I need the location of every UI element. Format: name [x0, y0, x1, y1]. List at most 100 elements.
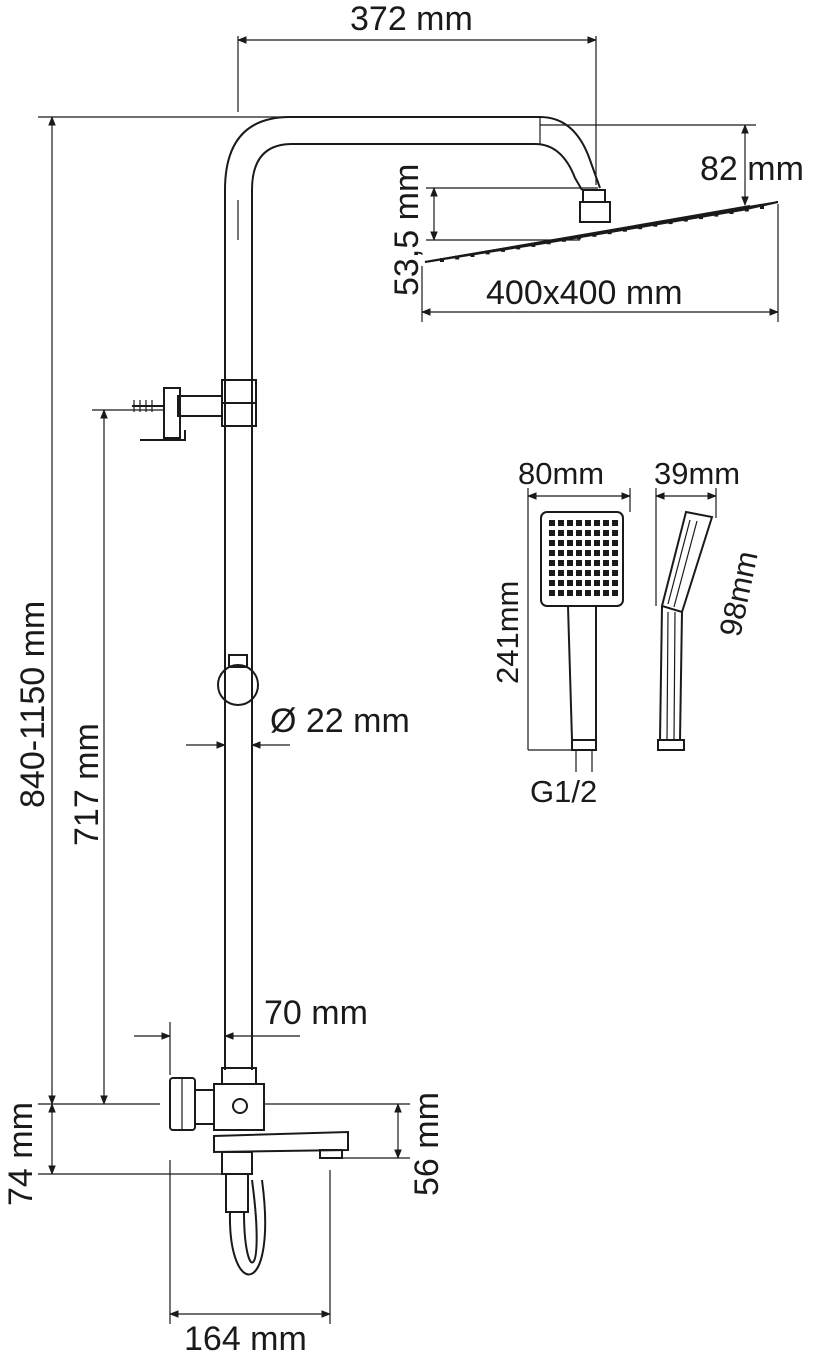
spray-hole — [603, 560, 609, 566]
dim-hand-depth: 39mm — [654, 456, 740, 491]
spray-hole — [558, 530, 564, 536]
spray-hole — [612, 570, 618, 576]
spray-hole — [558, 520, 564, 526]
dim-spout-drop: 56 mm — [408, 1092, 446, 1196]
nozzle-dot — [531, 242, 536, 247]
spray-hole — [576, 540, 582, 546]
mixer-block — [169, 1067, 349, 1276]
spray-hole — [576, 530, 582, 536]
spray-hole — [594, 560, 600, 566]
spray-hole — [603, 570, 609, 576]
spray-hole — [558, 590, 564, 596]
spray-hole — [594, 520, 600, 526]
dimension-labels: 372 mm 82 mm 53,5 mm 400x400 mm 840-1150… — [2, 0, 804, 1353]
spray-hole — [567, 550, 573, 556]
spray-hole — [585, 580, 591, 586]
spray-hole — [585, 520, 591, 526]
hand-shower-front — [540, 511, 624, 751]
spray-hole — [558, 570, 564, 576]
spray-hole — [567, 540, 573, 546]
spray-hole — [567, 570, 573, 576]
dimension-lines — [38, 36, 779, 1324]
spray-hole — [549, 540, 555, 546]
nozzle-dot — [714, 212, 719, 217]
dim-head-drop: 82 mm — [700, 150, 804, 188]
nozzle-dot — [577, 235, 582, 240]
dim-mixer-offset: 70 mm — [264, 994, 368, 1032]
nozzle-dot — [668, 220, 673, 225]
nozzle-dot — [592, 232, 597, 237]
spray-hole — [594, 590, 600, 596]
dim-hand-width: 80mm — [518, 456, 604, 491]
nozzle-dot — [622, 227, 627, 232]
spray-hole — [549, 550, 555, 556]
spray-hole — [603, 540, 609, 546]
spray-hole — [576, 580, 582, 586]
spray-hole — [612, 530, 618, 536]
spray-hole — [549, 530, 555, 536]
spray-hole — [567, 520, 573, 526]
dim-holder-height: 717 mm — [68, 723, 106, 846]
spray-hole — [567, 580, 573, 586]
spray-hole — [594, 530, 600, 536]
nozzle-dot — [699, 215, 703, 220]
hand-shower-side — [657, 510, 714, 751]
spray-hole — [549, 590, 555, 596]
spray-hole — [612, 560, 618, 566]
spray-hole — [567, 590, 573, 596]
spray-hole — [603, 580, 609, 586]
spray-hole — [576, 570, 582, 576]
spray-hole — [576, 520, 582, 526]
nozzle-dot — [516, 245, 521, 250]
nozzle-dot — [440, 258, 444, 262]
dim-thread: G1/2 — [530, 774, 597, 809]
nozzle-dot — [485, 250, 490, 255]
spray-hole — [585, 590, 591, 596]
nozzle-dot — [760, 205, 764, 209]
nozzle-dot — [607, 230, 612, 235]
spray-hole — [585, 550, 591, 556]
spray-hole — [612, 550, 618, 556]
spray-hole — [549, 560, 555, 566]
nozzle-dot — [470, 253, 475, 257]
nozzle-dot — [683, 217, 688, 222]
spray-hole — [558, 560, 564, 566]
spray-hole — [576, 560, 582, 566]
spray-hole — [549, 570, 555, 576]
spray-hole — [549, 580, 555, 586]
nozzle-dot — [653, 222, 658, 227]
nozzle-dot — [744, 207, 749, 212]
nozzle-dot — [546, 240, 551, 245]
slider-holder — [217, 654, 259, 706]
nozzle-dot — [501, 247, 505, 252]
spray-hole — [594, 580, 600, 586]
spray-hole — [567, 560, 573, 566]
nozzle-dot — [455, 255, 460, 260]
nozzle-dot — [638, 225, 643, 230]
dim-hand-face: 98mm — [713, 548, 765, 640]
spray-hole — [612, 520, 618, 526]
spray-hole — [558, 540, 564, 546]
spray-hole — [612, 580, 618, 586]
rain-shower-head — [424, 189, 779, 263]
spray-hole — [603, 550, 609, 556]
spray-hole — [576, 590, 582, 596]
dim-arm-reach: 372 mm — [350, 0, 473, 38]
dim-mixer-width: 164 mm — [184, 1320, 307, 1353]
spray-hole — [585, 530, 591, 536]
spray-hole — [594, 570, 600, 576]
spray-hole — [549, 520, 555, 526]
spray-hole — [612, 540, 618, 546]
spray-hole — [585, 570, 591, 576]
spray-hole — [576, 550, 582, 556]
dim-total-height: 840-1150 mm — [14, 601, 52, 808]
spray-hole — [558, 550, 564, 556]
dim-mixer-height: 74 mm — [2, 1102, 40, 1206]
dim-hand-length: 241mm — [490, 581, 525, 684]
spray-hole — [594, 540, 600, 546]
dim-pipe-diameter: Ø 22 mm — [270, 702, 410, 740]
spray-hole — [612, 590, 618, 596]
dim-head-size: 400x400 mm — [486, 274, 683, 312]
spray-hole — [558, 580, 564, 586]
